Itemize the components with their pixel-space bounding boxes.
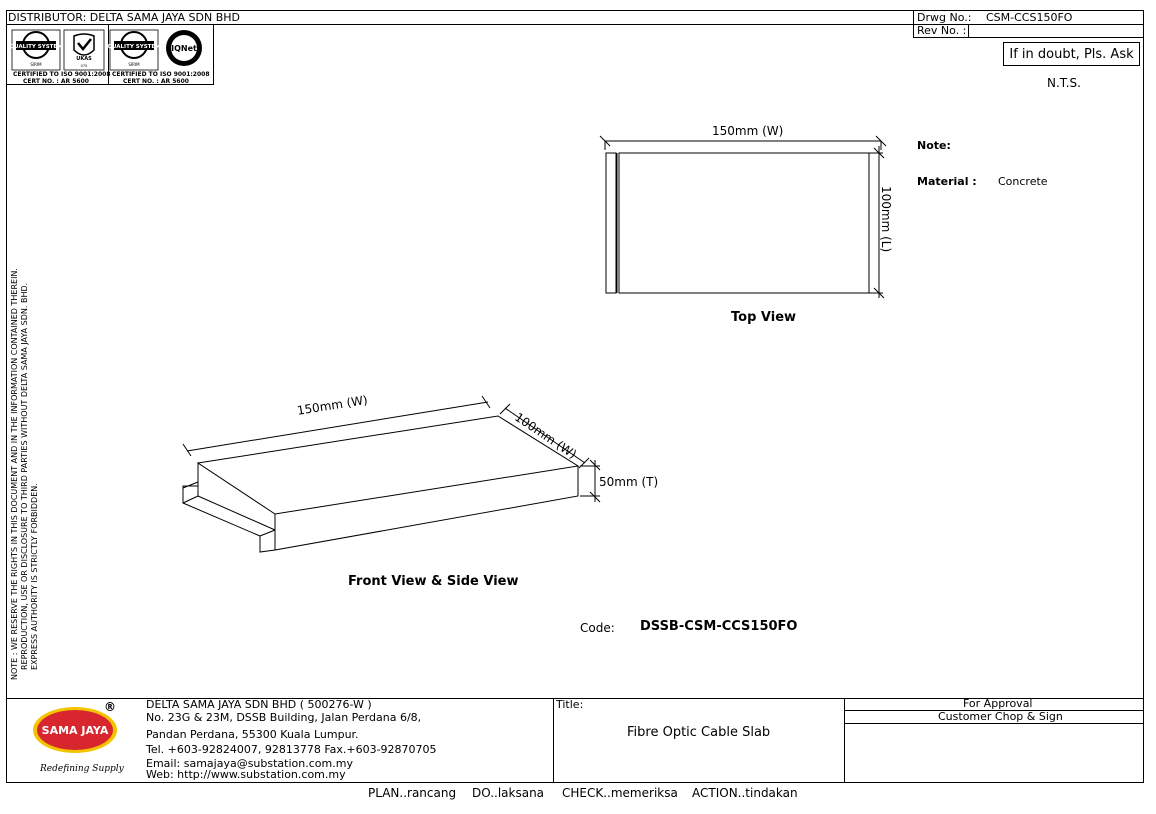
material-value: Concrete (998, 175, 1048, 188)
footer-plan: PLAN..rancang (368, 786, 457, 800)
svg-text:QUALITY SYSTEM: QUALITY SYSTEM (107, 44, 160, 50)
cert-caption-2b: CERT NO. : AR 5600 (123, 78, 189, 85)
quality-system-logo-1: QUALITY SYSTEM SIRIM (10, 29, 63, 71)
svg-text:UKAS: UKAS (76, 56, 92, 62)
cert-caption-1b: CERT NO. : AR 5600 (23, 78, 89, 85)
titleblock-divider-1 (553, 698, 554, 783)
side-note-line-2: REPRODUCTION, USE OR DISCLOSURE TO THIRD… (20, 282, 29, 670)
cert-caption-1a: CERTIFIED TO ISO 9001:2008 (13, 71, 111, 78)
svg-text:075: 075 (81, 64, 88, 68)
ukas-logo: UKAS 075 (63, 29, 105, 71)
code-label: Code: (580, 621, 615, 635)
top-view-width-dim: 150mm (W) (712, 124, 784, 138)
title-label: Title: (556, 698, 584, 711)
top-view-drawing (599, 135, 887, 299)
code-value: DSSB-CSM-CCS150FO (640, 619, 798, 634)
note-label: Note: (917, 139, 951, 152)
drawing-frame (6, 10, 1144, 783)
approval-label: For Approval (963, 697, 1033, 710)
company-web[interactable]: Web: http://www.substation.com.my (146, 768, 346, 781)
title-value: Fibre Optic Cable Slab (627, 725, 771, 740)
rev-row-divider (913, 37, 1144, 38)
drwg-label: Drwg No.: (917, 11, 972, 24)
iqnet-logo: IQNet (166, 30, 202, 66)
company-tagline: Redefining Supply (40, 764, 124, 774)
top-view-length-dim: 100mm (L) (879, 186, 893, 253)
svg-text:SIRIM: SIRIM (128, 62, 140, 67)
rev-label: Rev No. : (917, 24, 967, 37)
rev-divider (968, 24, 969, 37)
company-phone: Tel. +603-92824007, 92813778 Fax.+603-92… (146, 743, 437, 756)
company-email[interactable]: Email: samajaya@substation.com.my (146, 757, 353, 770)
certification-logos: QUALITY SYSTEM SIRIM UKAS 075 QUALITY SY… (10, 29, 202, 71)
cert-caption-2a: CERTIFIED TO ISO 9001:2008 (112, 71, 210, 78)
approval-divider (844, 710, 1144, 711)
certification-block (6, 24, 214, 85)
distributor-label: DISTRIBUTOR: DELTA SAMA JAYA SDN BHD (8, 11, 241, 24)
footer-check: CHECK..memeriksa (562, 786, 678, 800)
registered-mark: ® (104, 700, 116, 714)
cert-divider (108, 24, 109, 85)
scale-label: N.T.S. (1047, 76, 1081, 90)
quality-system-logo-2: QUALITY SYSTEM SIRIM (107, 29, 161, 71)
front-view-thickness-dim: 50mm (T) (599, 475, 659, 489)
chop-label: Customer Chop & Sign (938, 710, 1063, 723)
front-view-drawing (182, 395, 601, 553)
header-divider (6, 24, 914, 25)
drwg-value: CSM-CCS150FO (986, 11, 1073, 24)
svg-text:IQNet: IQNet (171, 44, 197, 53)
company-address-1: No. 23G & 23M, DSSB Building, Jalan Perd… (146, 711, 422, 724)
top-view-caption: Top View (731, 310, 797, 325)
material-label: Material : (917, 175, 977, 188)
svg-text:SIRIM: SIRIM (30, 62, 42, 67)
titleblock-divider-2 (844, 698, 845, 783)
company-address-2: Pandan Perdana, 55300 Kuala Lumpur. (146, 728, 359, 741)
sama-jaya-logo: SAMA JAYA (33, 707, 117, 753)
footer-do: DO..laksana (472, 786, 545, 800)
footer-action: ACTION..tindakan (692, 786, 798, 800)
titleblock-top-line (6, 698, 1144, 699)
side-note-line-1: NOTE : WE RESERVE THE RIGHTS IN THIS DOC… (10, 268, 19, 680)
side-note-line-3: EXPRESS AUTHORITY IS STRICTLY FORBIDDEN. (30, 483, 39, 670)
doubt-notice: If in doubt, Pls. Ask (1003, 42, 1140, 66)
drwg-row-divider (913, 24, 1144, 25)
svg-text:SAMA JAYA: SAMA JAYA (42, 724, 109, 737)
company-name: DELTA SAMA JAYA SDN BHD ( 500276-W ) (146, 698, 372, 711)
front-view-caption: Front View & Side View (348, 574, 519, 589)
svg-text:QUALITY SYSTEM: QUALITY SYSTEM (10, 44, 63, 50)
chop-divider (844, 723, 1144, 724)
